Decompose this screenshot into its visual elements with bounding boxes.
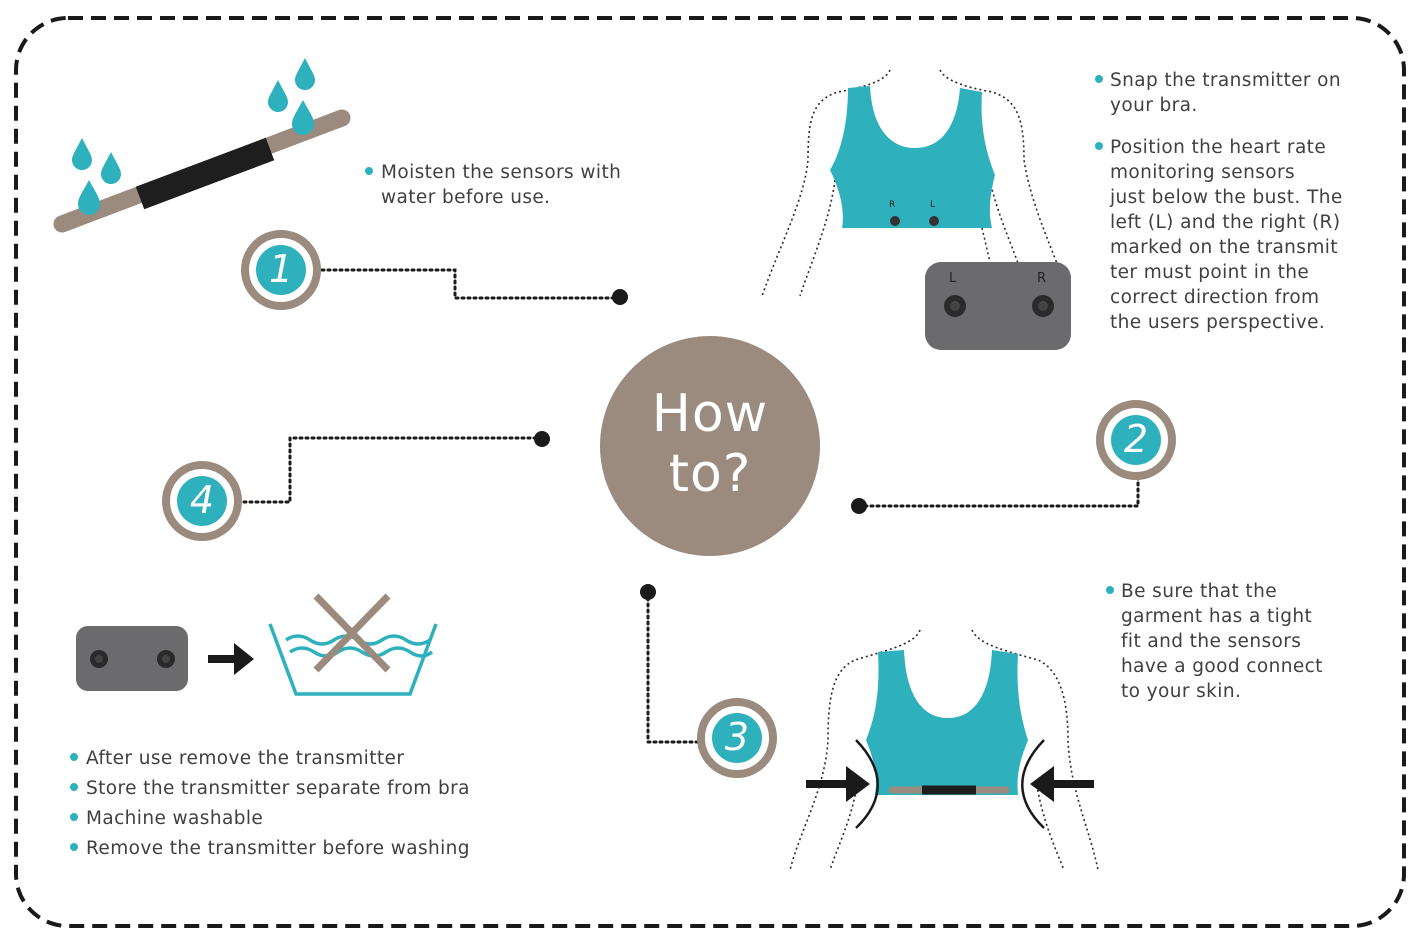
step-4-item: Store the transmitter separate from bra: [86, 778, 470, 799]
text-line: Position the heart rate: [1110, 137, 1327, 158]
center-title: How to?: [600, 384, 820, 504]
text-line: garment has a tight: [1121, 606, 1313, 627]
step-number-1: 1: [268, 247, 294, 291]
step-4-item: After use remove the transmitter: [86, 748, 405, 769]
step-2-text-a: Snap the transmitter on your bra.: [1110, 68, 1341, 118]
sensor-label-r-transmitter: R: [1037, 271, 1047, 286]
text-line: just below the bust. The: [1110, 187, 1343, 208]
no-wash-cross-icon: [313, 593, 391, 673]
connector-dot: [640, 584, 656, 600]
step-3-text: Be sure that the garment has a tight fit…: [1121, 579, 1323, 704]
pointer-line: [981, 227, 991, 263]
center-title-line-1: How: [651, 384, 769, 444]
center-circle: [600, 336, 820, 556]
sensor-label-r-bra: R: [889, 200, 896, 210]
connector-step-1: [320, 268, 622, 300]
text-line: Snap the transmitter on: [1110, 70, 1342, 91]
step-4-item: Remove the transmitter before washing: [86, 838, 470, 859]
sports-bra: [866, 650, 1028, 795]
bullet-dot: [365, 167, 373, 175]
torso-outline-icon: [761, 69, 1071, 297]
compression-arrows: [806, 739, 1094, 829]
sensor-strap-icon: [53, 109, 351, 233]
water-drop-icon: [72, 58, 315, 215]
step-1-text: Moisten the sensors with water before us…: [381, 160, 621, 210]
bullet-dot: [1095, 75, 1103, 83]
bullet-dot: [1095, 142, 1103, 150]
text-line: to your skin.: [1121, 681, 1242, 702]
connector-dot: [851, 498, 867, 514]
step-badge-3: [697, 698, 777, 778]
text-line: the users perspective.: [1110, 312, 1326, 333]
text-line: monitoring sensors: [1110, 162, 1296, 183]
bullet-dot: [70, 783, 78, 791]
step-4-item: Machine washable: [86, 808, 264, 829]
connector-step-4: [242, 436, 544, 504]
sensor-label-l-bra: L: [930, 200, 936, 210]
transmitter-icon: [76, 626, 188, 691]
connector-dot: [612, 289, 628, 305]
step-badge-4: [162, 461, 242, 541]
bullet-dot: [70, 753, 78, 761]
text-line: marked on the transmit: [1110, 237, 1338, 258]
connector-dot: [534, 431, 550, 447]
sports-bra: [830, 86, 995, 228]
sensor-label-l-transmitter: L: [949, 271, 957, 286]
text-line: left (L) and the right (R): [1110, 212, 1341, 233]
arrow-icon: [208, 643, 254, 675]
connector-step-3: [646, 590, 702, 744]
text-line: Be sure that the: [1121, 581, 1277, 602]
bullet-dot: [70, 813, 78, 821]
step-badge-1: [241, 230, 321, 310]
text-line: ter must point in the: [1110, 262, 1310, 283]
center-title-line-2: to?: [668, 444, 752, 504]
text-line: Moisten the sensors with: [381, 162, 622, 183]
connector-step-2: [857, 476, 1140, 508]
bullet-dot: [70, 843, 78, 851]
step-number-4: 4: [189, 478, 215, 522]
bullet-dot: [1106, 586, 1114, 594]
text-line: water before use.: [381, 187, 551, 208]
transmitter-icon: [925, 262, 1071, 350]
text-line: correct direction from: [1110, 287, 1320, 308]
step-number-2: 2: [1123, 417, 1149, 461]
step-2-text-b: Position the heart rate monitoring senso…: [1110, 135, 1343, 335]
text-line: fit and the sensors: [1121, 631, 1302, 652]
step-number-3: 3: [724, 715, 750, 759]
step-badge-2: [1096, 400, 1176, 480]
text-line: your bra.: [1110, 95, 1198, 116]
text-line: have a good connect: [1121, 656, 1323, 677]
